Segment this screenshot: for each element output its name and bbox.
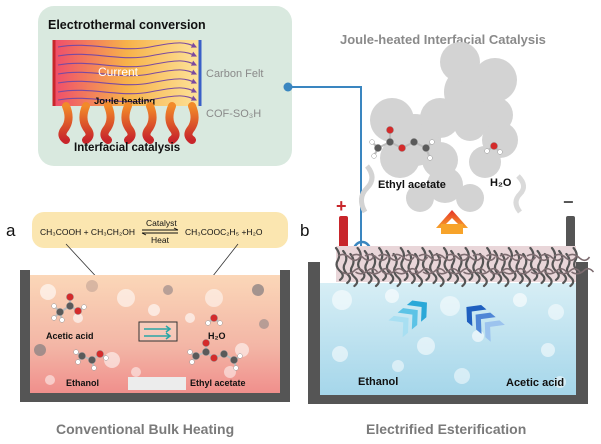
cof-so3h-fibers xyxy=(58,102,199,144)
positive-electrode: + xyxy=(336,196,348,252)
liquid-bubbles xyxy=(332,289,566,388)
equation-reactants: CH₃COOH + CH₃CH₂OH xyxy=(40,227,135,237)
magnifier-box xyxy=(138,321,178,342)
equation-catalyst: Catalyst xyxy=(146,218,177,228)
equation-heat: Heat xyxy=(151,235,170,245)
equilibrium-arrows xyxy=(141,227,179,236)
panel-b: b Ethyl acetate H₂O + − xyxy=(300,42,595,437)
carbon-felt-illustration xyxy=(52,40,202,106)
inset-current-label: Current xyxy=(98,65,139,79)
panel-b-ethyl-acetate-label: Ethyl acetate xyxy=(378,179,446,191)
panel-b-acetic-acid-label: Acetic acid xyxy=(506,377,564,389)
inset-interfacial-label: Interfacial catalysis xyxy=(74,142,180,154)
bulk-heater-bar xyxy=(128,377,186,390)
reactant-flow-arrows xyxy=(388,300,505,342)
equation-products: CH₃COOC₂H₅ +H₂O xyxy=(185,227,263,237)
plus-sign: + xyxy=(336,196,347,216)
negative-electrode: − xyxy=(563,192,575,252)
bulk-bubbles xyxy=(34,280,269,385)
panel-a-caption: Conventional Bulk Heating xyxy=(56,421,234,437)
panel-b-water-label: H₂O xyxy=(490,177,512,189)
inset-cof-label: COF-SO₃H xyxy=(206,108,261,120)
electrified-beaker xyxy=(308,262,588,404)
minus-sign: − xyxy=(563,192,574,212)
vapor-clouds xyxy=(359,42,526,214)
joule-heated-carbon-felt xyxy=(334,246,595,288)
panel-a-acetic-acid-label: Acetic acid xyxy=(46,331,94,341)
heat-up-arrow xyxy=(436,210,468,228)
panel-b-caption: Electrified Esterification xyxy=(366,421,526,437)
panel-a-letter: a xyxy=(6,221,16,240)
inset-title: Electrothermal conversion xyxy=(48,18,206,32)
inset-joule-label: Joule heating xyxy=(94,96,155,107)
panel-a-ethanol-label: Ethanol xyxy=(66,378,99,388)
reaction-equation: CH₃COOH + CH₃CH₂OH Catalyst Heat CH₃COOC… xyxy=(32,212,288,248)
inset-carbon-felt-label: Carbon Felt xyxy=(206,68,263,80)
inset-connector xyxy=(283,82,372,260)
panel-b-letter: b xyxy=(300,221,309,240)
panel-a-molecules xyxy=(51,293,243,371)
panel-a: a CH₃COOH + CH₃CH₂OH Catalyst Heat CH₃CO… xyxy=(6,212,290,437)
panel-a-ethyl-acetate-label: Ethyl acetate xyxy=(190,378,246,388)
inset-panel: Electrothermal conversion Current Joule … xyxy=(38,6,292,166)
panel-b-ethanol-label: Ethanol xyxy=(358,376,398,388)
bulk-flow-arrows xyxy=(144,325,172,340)
bulk-heating-beaker xyxy=(20,270,290,402)
panel-a-water-label: H₂O xyxy=(208,331,226,341)
panel-b-title: Joule-heated Interfacial Catalysis xyxy=(340,32,546,47)
current-arrows xyxy=(57,42,198,103)
